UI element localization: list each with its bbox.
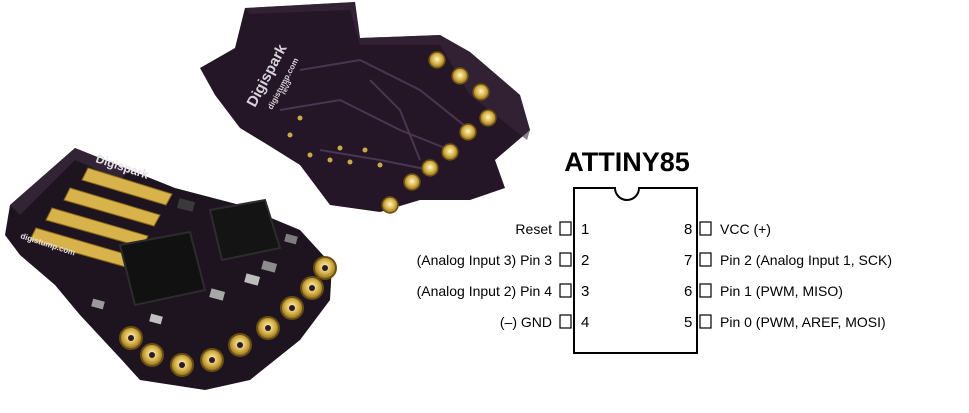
pin-8-label: VCC (+) [720, 221, 771, 237]
back-pad [381, 196, 399, 214]
pin-1-box [559, 221, 572, 236]
chip-body [573, 187, 698, 354]
usb-contact [63, 187, 161, 227]
back-pad [421, 159, 439, 177]
back-pad [479, 109, 497, 127]
pin-3-box [559, 283, 572, 298]
back-board-traces [279, 58, 471, 171]
pin-4-box [559, 314, 572, 329]
pin-1-number: 1 [581, 221, 589, 238]
smd-component [91, 298, 105, 310]
pin-6-box [699, 283, 712, 298]
smd-component [284, 233, 298, 245]
pin-6-label: Pin 1 (PWM, MISO) [720, 283, 843, 299]
pin-2-box [559, 252, 572, 267]
back-pad [472, 83, 490, 101]
front-board: Digispark digistump.com [5, 148, 337, 390]
back-pad [428, 51, 446, 69]
pin-5-number: 5 [684, 314, 692, 331]
back-pad [451, 67, 469, 85]
smd-component [176, 198, 196, 212]
smd-component [209, 288, 226, 301]
back-pad [403, 173, 421, 191]
regulator-chip [208, 198, 282, 262]
pin-6-number: 6 [684, 283, 692, 300]
pin-4-number: 4 [581, 314, 589, 331]
pin-7-number: 7 [684, 252, 692, 269]
back-board: Digispark rev3 digistump.com [200, 2, 530, 214]
smd-component [261, 260, 278, 273]
microcontroller-chip [118, 230, 207, 307]
back-pad [441, 143, 459, 161]
back-board-vias [287, 115, 383, 168]
pin-7-label: Pin 2 (Analog Input 1, SCK) [720, 252, 892, 268]
usb-connector [29, 167, 173, 268]
back-board-pads [381, 51, 497, 214]
digispark-board-photo: Digispark rev3 digistump.com [5, 2, 530, 390]
pin-3-number: 3 [581, 283, 589, 300]
front-components [91, 198, 298, 325]
smd-component [244, 273, 261, 286]
usb-contact [81, 167, 173, 206]
back-pad [459, 123, 477, 141]
pin-8-box [699, 221, 712, 236]
back-board-pcb [200, 2, 530, 212]
pin-2-number: 2 [581, 252, 589, 269]
pin-5-label: Pin 0 (PWM, AREF, MOSI) [720, 314, 886, 330]
pin-8-number: 8 [684, 221, 692, 238]
pin-7-box [699, 252, 712, 267]
pin-5-box [699, 314, 712, 329]
smd-component [149, 313, 163, 325]
chip-title: ATTINY85 [564, 147, 690, 177]
